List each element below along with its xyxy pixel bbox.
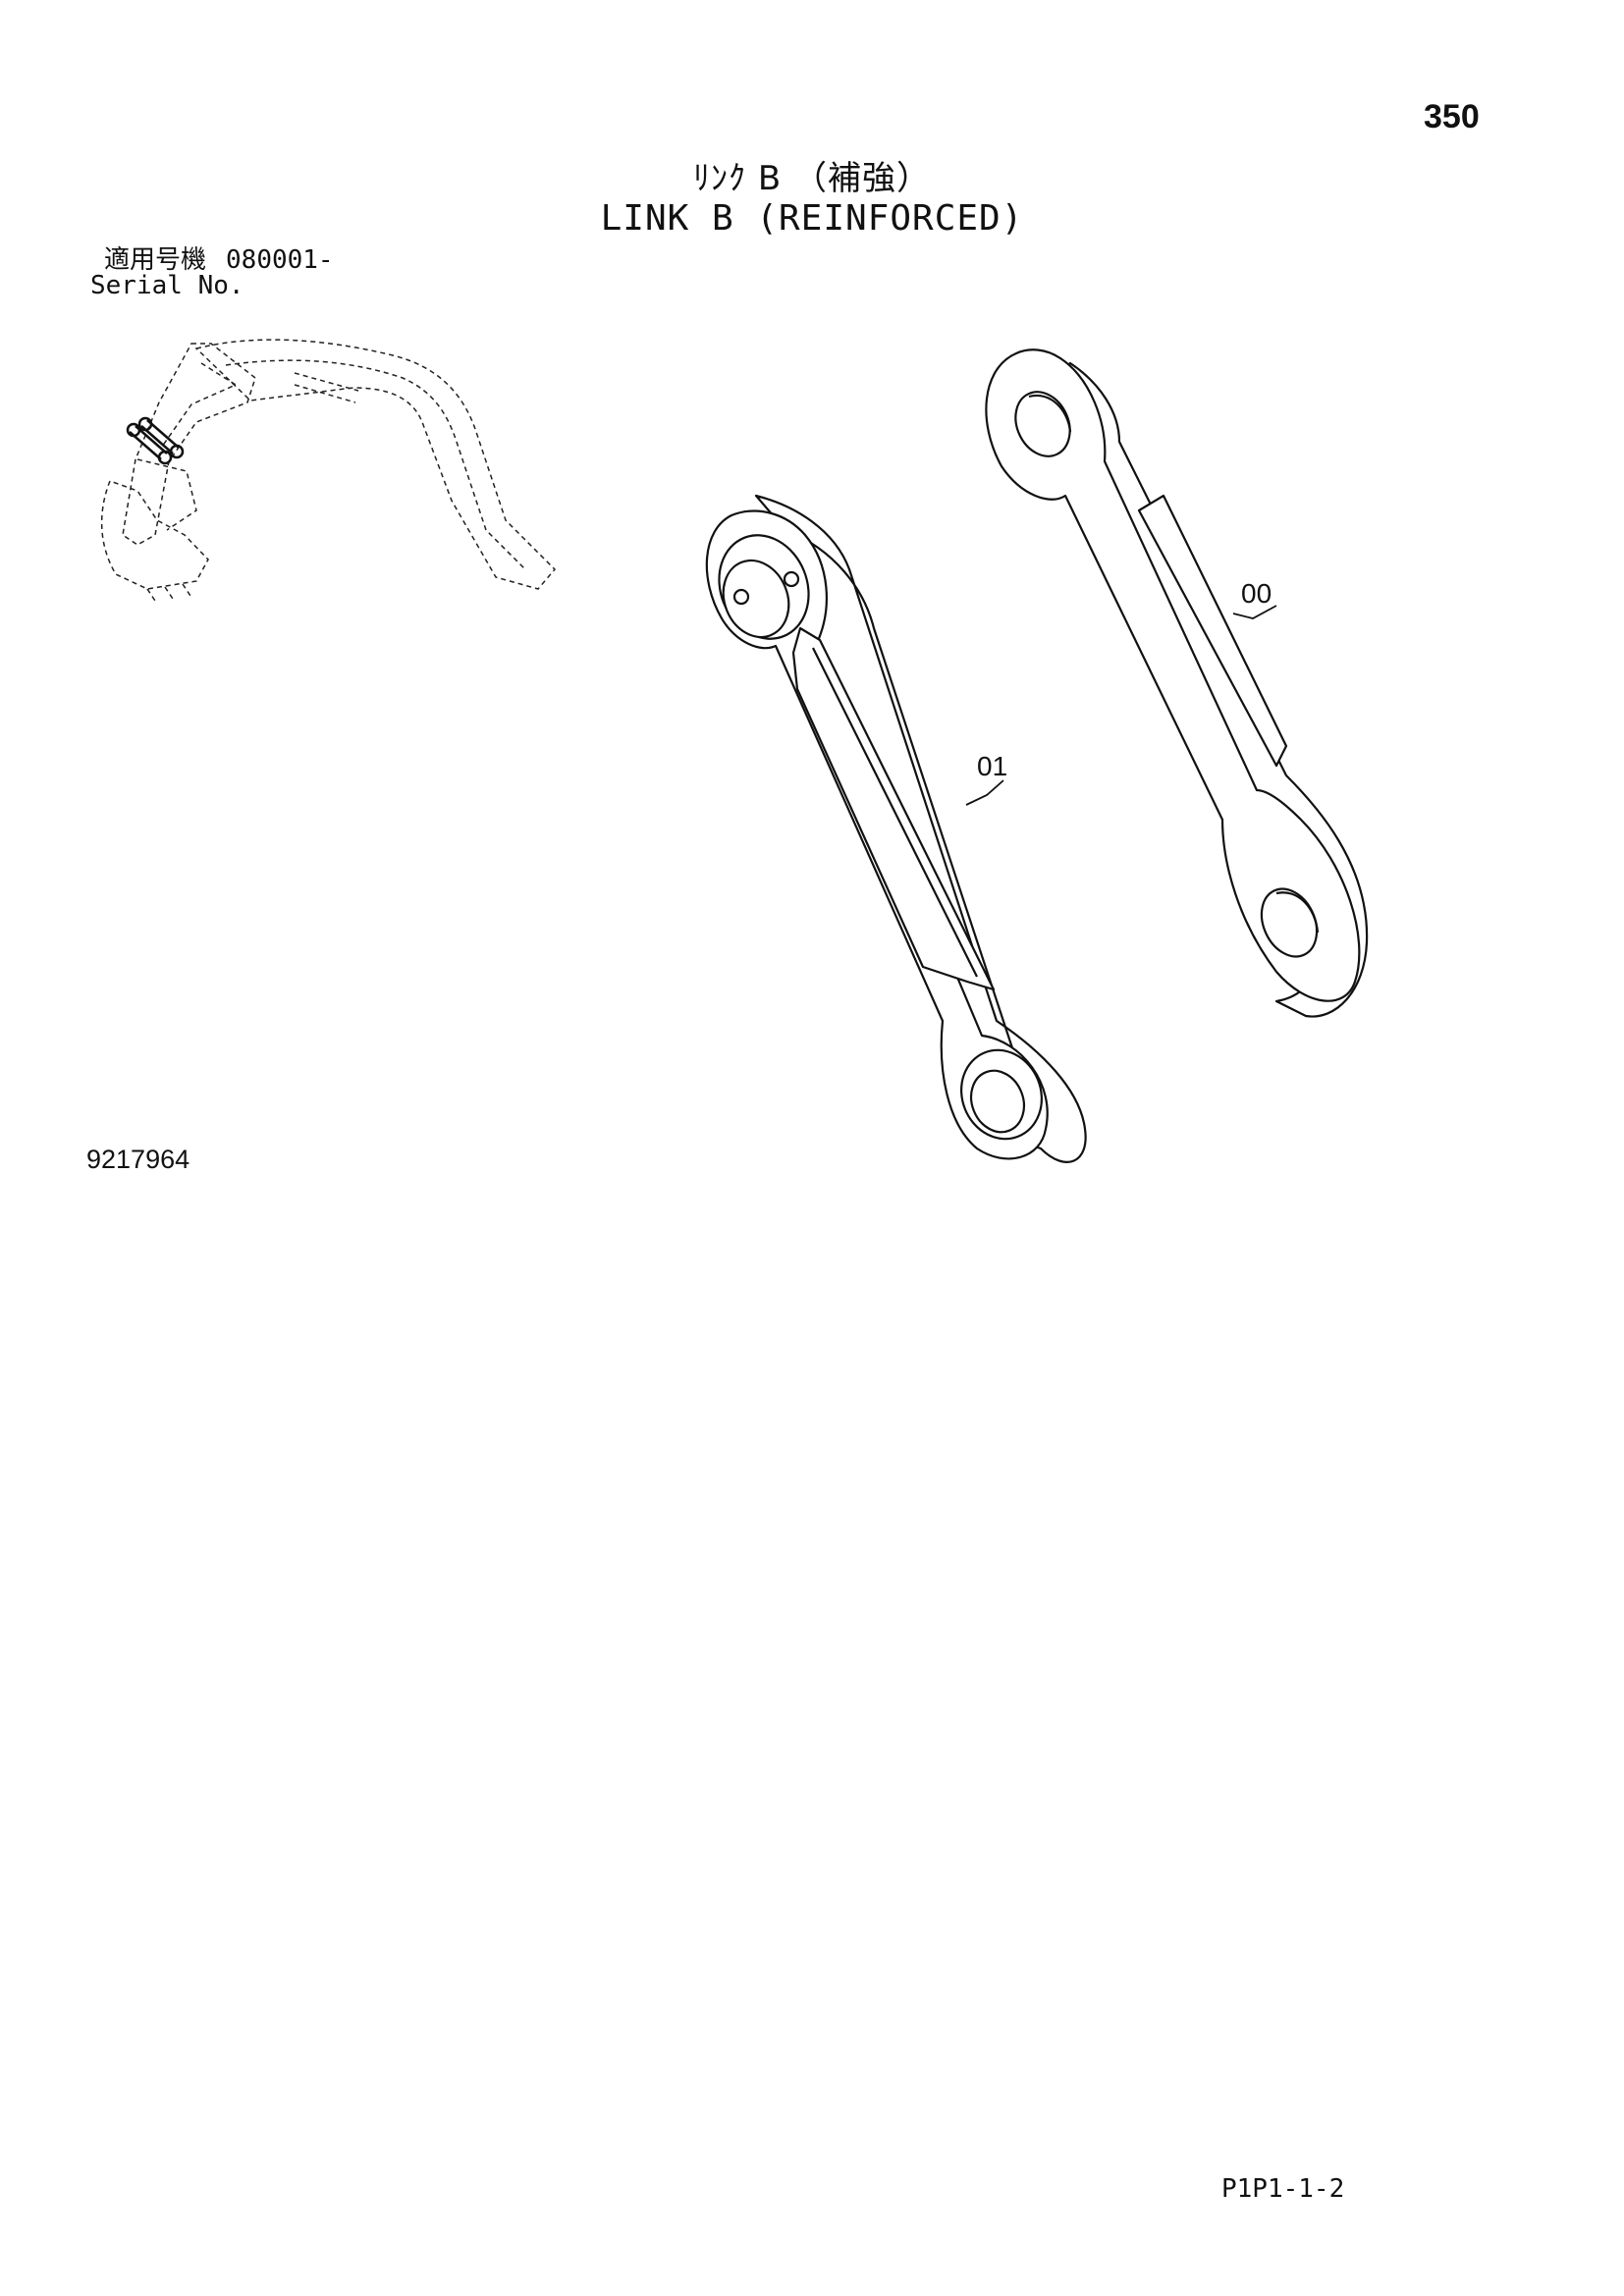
key-map-link-b-highlight xyxy=(126,416,185,465)
part-01-upper-boss xyxy=(718,534,810,640)
part-00-upper-bore xyxy=(1014,391,1071,457)
serial-block: 適用号機 080001- Serial No. xyxy=(90,247,334,298)
title-english: LINK B (REINFORCED) xyxy=(600,198,1024,239)
key-map-arm xyxy=(122,343,256,546)
key-map-link xyxy=(136,458,197,531)
part-01-plate-inner-edge xyxy=(812,647,978,978)
key-map-arm-inner xyxy=(161,362,238,448)
callout-leaders xyxy=(965,605,1277,806)
serial-line-jp: 適用号機 080001- xyxy=(90,247,334,273)
page-number: 350 xyxy=(1424,98,1480,135)
part-01-reinforcement-plate xyxy=(791,626,996,991)
part-01-grease-hole-right xyxy=(783,570,800,588)
leader-00 xyxy=(1232,605,1277,619)
leader-01 xyxy=(965,779,1004,806)
key-map-bucket-teeth xyxy=(146,583,191,602)
key-map-diagram xyxy=(100,339,557,602)
part-00-upper-bore-depth xyxy=(1028,394,1072,433)
key-map-bucket xyxy=(100,480,209,590)
part-01-reinforced-link xyxy=(705,494,1087,1163)
part-01-side-face xyxy=(754,494,1087,1163)
part-01-upper-boss-face xyxy=(722,559,790,639)
serial-label-en: Serial No. xyxy=(90,271,244,300)
part-00-side-face xyxy=(1039,361,1369,1018)
part-00-side-rib xyxy=(1137,494,1288,768)
part-01-front-face xyxy=(705,509,1049,1160)
key-map-boom-inner xyxy=(225,359,526,570)
part-00-lower-bore-depth xyxy=(1275,891,1320,934)
serial-value: 080001- xyxy=(226,245,334,275)
key-map-boom xyxy=(194,339,557,590)
serial-label-jp: 適用号機 xyxy=(104,245,207,275)
part-00-lower-bore xyxy=(1260,887,1319,958)
title-japanese: ﾘﾝｸ B （補強） xyxy=(693,159,931,198)
footer-code: P1P1-1-2 xyxy=(1221,2174,1345,2204)
callout-label-00: 00 xyxy=(1241,578,1272,609)
key-map-cylinder xyxy=(294,372,359,403)
document-number: 9217964 xyxy=(86,1145,190,1174)
callout-label-01: 01 xyxy=(977,751,1007,781)
part-01-lower-bore xyxy=(969,1069,1026,1134)
part-00-front-face xyxy=(985,348,1361,1002)
part-00-link xyxy=(985,348,1369,1018)
part-01-grease-hole-left xyxy=(732,588,750,606)
part-01-lower-boss xyxy=(960,1048,1043,1141)
